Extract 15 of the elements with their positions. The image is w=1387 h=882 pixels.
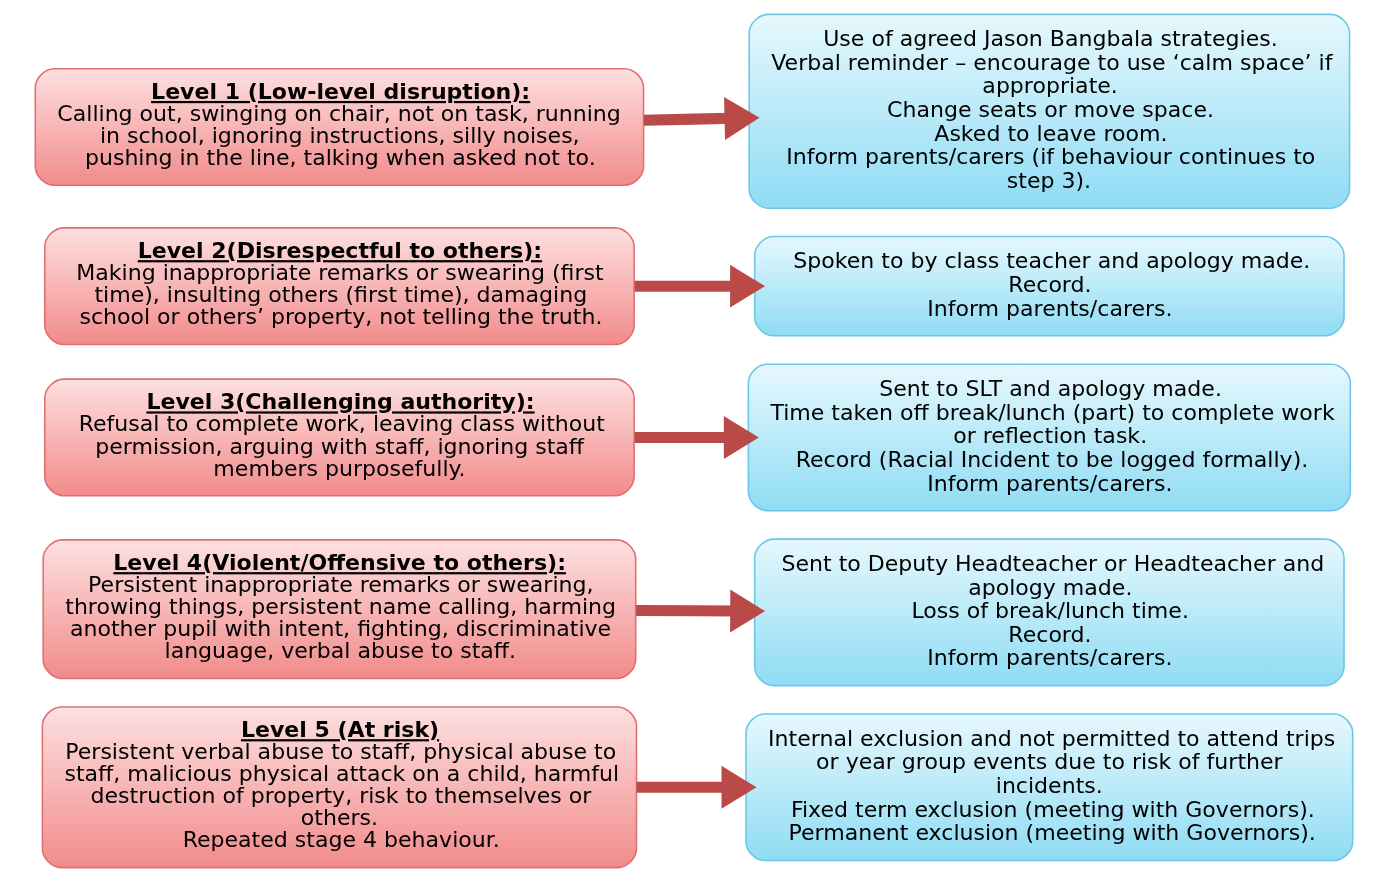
- node-box: Level 5 (At risk) Persistent verbal abuse to staff, physical abuse to staff, malicious physical attack on a child, harmful destruction of property, risk to themselves or others. Repeated stage 4 behaviour.: [41, 706, 637, 869]
- node-box: Spoken to by class teacher and apology made. Record. Inform parents/carers.: [753, 235, 1345, 337]
- arrow: [634, 416, 759, 459]
- arrow: [635, 589, 765, 633]
- arrow: [634, 264, 765, 308]
- arrow: [636, 765, 756, 809]
- node-box: Level 2(Disrespectful to others): Making inappropriate remarks or swearing (first time), insulting others (first time), damaging school or others’ property, not telling the truth.: [43, 227, 635, 346]
- node-box: Level 3(Challenging authority): Refusal to complete work, leaving class without permission, arguing with staff, ignoring staff members purposefully.: [43, 378, 635, 497]
- node-box: Use of agreed Jason Bangbala strategies. Verbal reminder – encourage to use ‘calm space’ if appropriate. Change seats or move space. Asked to leave room. Inform parents/carers (if behaviour continues to step 3).: [747, 13, 1350, 209]
- node-box: Internal exclusion and not permitted to attend trips or year group events due to risk of further incidents. Fixed term exclusion (meeting with Governors). Permanent exclusion (meeting with Governors).: [744, 713, 1353, 862]
- node-box: Level 1 (Low-level disruption): Calling out, swinging on chair, not on task, running in school, ignoring instructions, silly noises, pushing in the line, talking when asked not to.: [34, 67, 644, 187]
- arrow: [643, 97, 759, 140]
- node-box: Level 4(Violent/Offensive to others): Persistent inappropriate remarks or swearing, throwing things, persistent name calling, harming another pupil with intent, fighting, discriminative language, verbal abuse to staff.: [41, 539, 636, 680]
- node-box: Sent to SLT and apology made. Time taken off break/lunch (part) to complete work or reflection task. Record (Racial Incident to be logged formally). Inform parents/carers.: [747, 363, 1351, 512]
- node-box: Sent to Deputy Headteacher or Headteacher and apology made. Loss of break/lunch time. Record. Inform parents/carers.: [753, 538, 1345, 687]
